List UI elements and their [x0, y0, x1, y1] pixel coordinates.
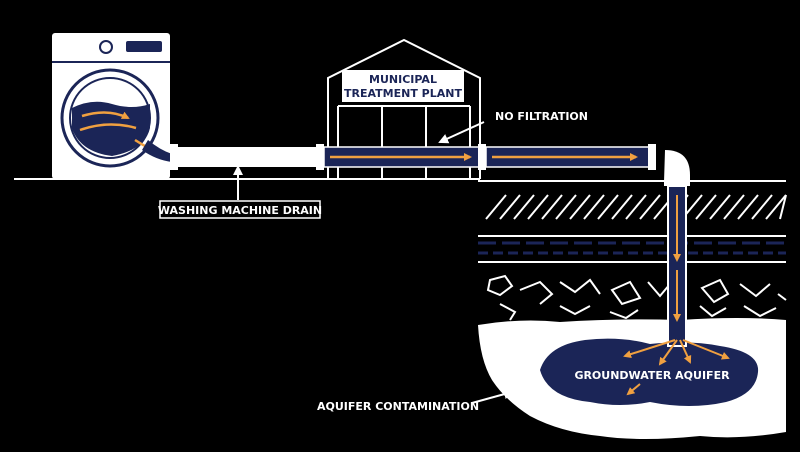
dashed-soil-layer [478, 235, 786, 263]
contaminated-pipe [323, 144, 656, 170]
plant-label-line2: TREATMENT PLANT [344, 87, 462, 100]
groundwater-aquifer-label: GROUNDWATER AQUIFER [574, 369, 730, 382]
hatch-mark [513, 194, 535, 220]
hatch-mark [709, 194, 731, 220]
contamination-label: AQUIFER CONTAMINATION [317, 400, 479, 413]
hatch-mark [555, 194, 577, 220]
hatch-mark [485, 194, 507, 220]
hatch-mark [569, 194, 591, 220]
callout-drain: WASHING MACHINE DRAIN [158, 165, 322, 219]
soil-layers [478, 193, 787, 439]
hatch-mark [737, 194, 759, 220]
groundwater-pool [540, 338, 759, 406]
hatch-mark [751, 194, 773, 220]
hatch-mark [723, 194, 745, 220]
hatch-mark [499, 194, 521, 220]
hatch-mark [625, 194, 647, 220]
hatch-mark [695, 194, 717, 220]
hatch-mark [541, 194, 563, 220]
drain-pipe [170, 144, 324, 170]
hatch-mark [611, 194, 633, 220]
callout-no-filtration: NO FILTRATION [438, 110, 588, 144]
drain-label-box [159, 200, 321, 219]
spread-arrows [623, 339, 730, 396]
callout-contamination: AQUIFER CONTAMINATION [317, 389, 514, 413]
hatch-mark [779, 194, 787, 220]
drain-label: WASHING MACHINE DRAIN [158, 204, 322, 217]
hatch-mark [597, 194, 619, 220]
hatch-mark [639, 194, 661, 220]
treatment-plant-icon: MUNICIPAL TREATMENT PLANT [327, 38, 481, 179]
plant-label-line1: MUNICIPAL [369, 73, 437, 86]
hatch-mark [583, 194, 605, 220]
washing-machine-icon [52, 33, 172, 179]
plant-label-box [342, 70, 464, 102]
hatched-soil-layer [478, 193, 787, 221]
no-filtration-label: NO FILTRATION [495, 110, 588, 123]
gravel-layer [486, 274, 787, 321]
hatch-mark [765, 194, 787, 220]
hatch-mark [527, 194, 549, 220]
vertical-drain-pipe [664, 150, 690, 347]
